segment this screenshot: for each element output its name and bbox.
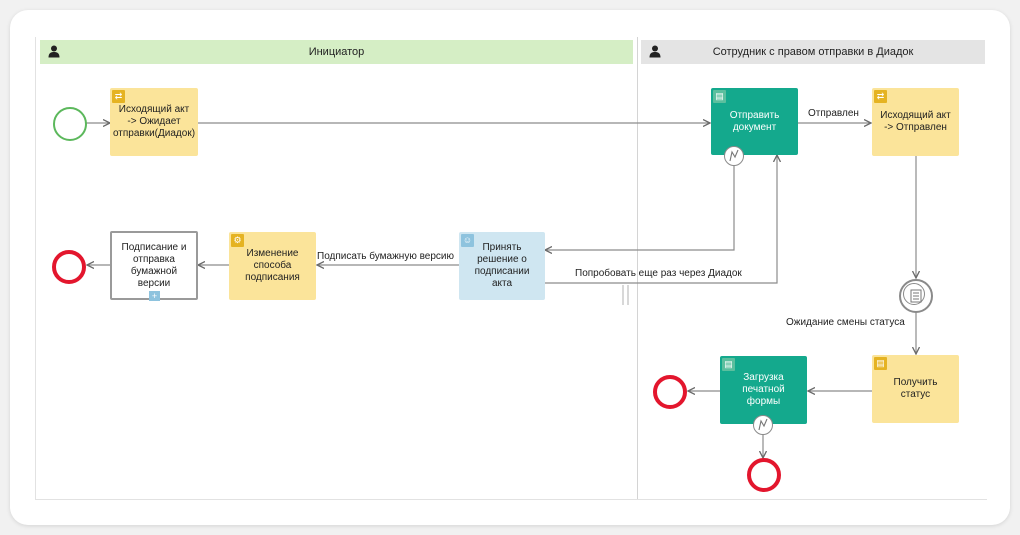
timer-event[interactable] — [899, 279, 933, 313]
exchange-icon: ⇄ — [874, 90, 887, 103]
lightning-icon — [758, 418, 768, 431]
flow-error-to-decision — [545, 165, 735, 250]
lane-title: Инициатор — [308, 46, 365, 58]
task-send-document[interactable]: ▤ Отправить документ — [711, 88, 798, 155]
task-label: Исходящий акт -> Ожидает отправки(Диадок… — [112, 104, 196, 139]
form-icon: ▤ — [713, 90, 726, 103]
lane-header-employee[interactable]: Сотрудник с правом отправки в Диадок — [641, 40, 985, 64]
task-label: Подписание и отправка бумажной версии — [121, 241, 187, 289]
task-load-print-form[interactable]: ▤ Загрузка печатной формы — [720, 356, 807, 424]
lightning-icon — [729, 149, 739, 162]
start-event[interactable] — [53, 107, 87, 141]
edge-label-sent: Отправлен — [808, 108, 859, 119]
lane-header-initiator[interactable]: Инициатор — [40, 40, 633, 64]
form-icon: ▤ — [722, 358, 735, 371]
plus-icon[interactable]: + — [149, 291, 160, 301]
end-event-paper[interactable] — [52, 250, 86, 284]
task-label: Загрузка печатной формы — [742, 372, 785, 407]
task-outgoing-sent[interactable]: ⇄ Исходящий акт -> Отправлен — [872, 88, 959, 156]
task-decide-signing[interactable]: ☺ Принять решение о подписании акта — [459, 232, 545, 300]
edge-label-wait-status: Ожидание смены статуса — [786, 317, 905, 328]
lane-title: Сотрудник с правом отправки в Диадок — [712, 46, 914, 58]
timer-icon — [910, 289, 922, 303]
error-boundary-event[interactable] — [724, 146, 744, 166]
user-icon — [649, 45, 661, 58]
task-label: Принять решение о подписании акта — [474, 242, 530, 289]
task-label: Получить статус — [893, 377, 938, 400]
lane-divider — [637, 37, 638, 499]
process-canvas — [35, 37, 987, 500]
task-label: Отправить документ — [729, 109, 780, 133]
gear-icon: ⚙ — [231, 234, 244, 247]
document-icon: ▤ — [874, 357, 887, 370]
user-icon — [48, 45, 60, 58]
error-boundary-event[interactable] — [753, 415, 773, 435]
edge-label-retry-diadoc: Попробовать еще раз через Диадок — [575, 268, 742, 279]
task-change-method[interactable]: ⚙ Изменение способа подписания — [229, 232, 316, 300]
task-label: Исходящий акт -> Отправлен — [880, 110, 951, 133]
exchange-icon: ⇄ — [112, 90, 125, 103]
task-sign-and-send-paper[interactable]: Подписание и отправка бумажной версии + — [110, 231, 198, 301]
end-event-print[interactable] — [653, 375, 687, 409]
task-label: Изменение способа подписания — [245, 248, 300, 283]
person-icon: ☺ — [461, 234, 474, 247]
edge-label-sign-paper: Подписать бумажную версию — [317, 251, 455, 262]
task-get-status[interactable]: ▤ Получить статус — [872, 355, 959, 423]
end-event-error[interactable] — [747, 458, 781, 492]
flow-retry-diadoc — [545, 155, 777, 284]
task-outgoing-waiting[interactable]: ⇄ Исходящий акт -> Ожидает отправки(Диад… — [110, 88, 198, 156]
